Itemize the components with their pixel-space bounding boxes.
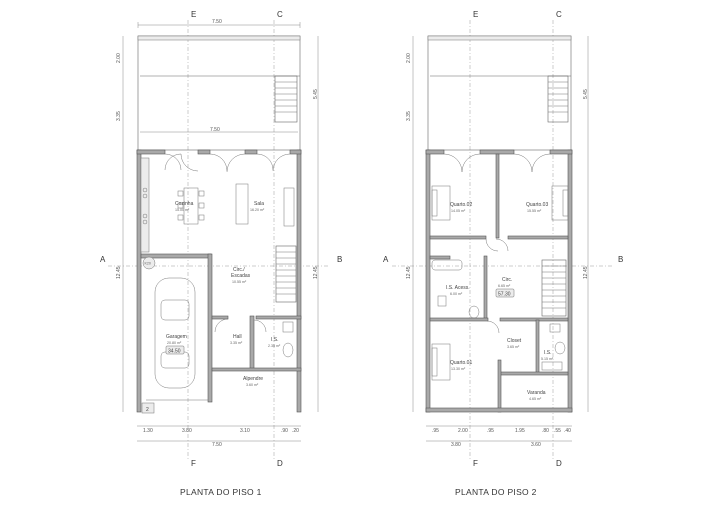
- room-isacess-area: 6.00 m²: [450, 292, 463, 296]
- room-alpendre-name: Alpendre: [243, 376, 263, 382]
- floor2-dim-bottom-1: .95: [432, 428, 439, 434]
- room-quarto03-name: Quarto.03: [526, 202, 548, 208]
- floor2-dim-left-1: 2.00: [406, 53, 412, 63]
- floor2-dim-bottom-3: .95: [487, 428, 494, 434]
- floor1-dim-right-2: 12.45: [313, 266, 319, 279]
- room-quarto02-name: Quarto.02: [450, 202, 472, 208]
- room-isacess-name: I.S. Acess.: [446, 285, 470, 291]
- floor1-dim-bottom-3: 3.10: [240, 428, 250, 434]
- axis-d-bottom-2: D: [556, 459, 562, 468]
- room-circ-name-2: Escadas: [231, 273, 251, 279]
- floor2-dim-left-2: 3.35: [406, 111, 412, 121]
- room-cozinha-area: 15.00 m²: [175, 208, 190, 212]
- room-circ2-badge: 57.30: [498, 292, 511, 298]
- floor2-dim-bottom-4: 1.95: [515, 428, 525, 434]
- floor-1-plan: 7.50 7.50: [116, 19, 319, 497]
- room-varanda-name: Varanda: [527, 390, 546, 396]
- axis-c-top-2: C: [556, 10, 562, 19]
- floor1-dim-left-3: 12.45: [116, 266, 122, 279]
- room-quarto01-area: 13.30 m²: [451, 367, 466, 371]
- floor2-dim-bottom-6: .55: [554, 428, 561, 434]
- car-icon: [154, 277, 196, 389]
- room-is2-area: 5.15 m²: [541, 357, 554, 361]
- floor2-dim-bottom-7: .40: [564, 428, 571, 434]
- axis-f-bottom: F: [191, 459, 196, 468]
- circ-badge: [495, 288, 515, 298]
- floor2-dim-left-3: 12.45: [406, 266, 412, 279]
- room-garagem-name: Garagem: [166, 334, 187, 340]
- room-is2-name: I.S.: [544, 350, 552, 356]
- room-is-area: 2.35 m²: [268, 344, 281, 348]
- axis-e-top-2: E: [473, 10, 478, 19]
- room-alpendre-area: 3.60 m²: [246, 383, 259, 387]
- axis-f-bottom-2: F: [473, 459, 478, 468]
- room-circ2-area: 6.65 m²: [498, 284, 511, 288]
- floor1-dim-right-1: 5.45: [313, 89, 319, 99]
- floor-2-plan: 2.00 3.35 12.45 5.45 12.45 .95 2.00 .95 …: [406, 35, 589, 497]
- floor1-dim-bottom-5: .20: [292, 428, 299, 434]
- floor1-dim-bottom-total: 7.50: [212, 442, 222, 448]
- room-is-name: I.S.: [271, 337, 279, 343]
- floor1-dim-bottom-2: 3.80: [182, 428, 192, 434]
- axis-b-right-2: B: [618, 255, 623, 264]
- floor2-dim-right-2: 12.45: [583, 266, 589, 279]
- floor2-dim-sub-1: 3.80: [451, 442, 461, 448]
- room-hall-area: 3.35 m²: [230, 341, 243, 345]
- axis-a-left-2: A: [383, 255, 389, 264]
- floor1-caption: PLANTA DO PISO 1: [180, 487, 262, 497]
- room-quarto01-name: Quarto.01: [450, 360, 472, 366]
- room-garagem-area: 20.80 m²: [167, 341, 182, 345]
- floor1-dim-bottom-1: 1.30: [143, 428, 153, 434]
- room-sala-area: 16.20 m²: [250, 208, 265, 212]
- floor2-dim-bottom-2: 2.00: [458, 428, 468, 434]
- room-circ-area: 10.55 m²: [232, 280, 247, 284]
- axis-labels: E C E C F D F D A B A B: [100, 10, 623, 468]
- axis-c-top: C: [277, 10, 283, 19]
- axis-lines: [108, 20, 612, 460]
- room-quarto03-area: 15.55 m²: [527, 209, 542, 213]
- room-closet-area: 3.65 m²: [507, 345, 520, 349]
- floor1-corner-number: 2: [146, 407, 149, 413]
- k20-stamp: [142, 256, 156, 270]
- garagem-badge: [165, 345, 185, 355]
- room-circ2-name: Circ.: [502, 277, 512, 283]
- floor1-dim-left-1: 2.00: [116, 53, 122, 63]
- axis-d-bottom: D: [277, 459, 283, 468]
- room-varanda-area: 4.65 m²: [529, 397, 542, 401]
- floor2-dim-right-1: 5.45: [583, 89, 589, 99]
- floor1-dim-top: 7.50: [212, 19, 222, 25]
- floor1-dim-left-2: 3.35: [116, 111, 122, 121]
- axis-b-right: B: [337, 255, 342, 264]
- floor2-dim-sub-2: 3.60: [531, 442, 541, 448]
- room-circ-name: Circ./: [233, 267, 245, 273]
- room-closet-name: Closet: [507, 338, 522, 344]
- room-quarto02-area: 14.05 m²: [451, 209, 466, 213]
- room-garagem-badge: 34.50: [168, 349, 181, 355]
- room-cozinha-name: Cozinha: [175, 201, 194, 207]
- floor1-stamp: K20: [145, 262, 151, 266]
- floor2-dim-bottom-5: .80: [542, 428, 549, 434]
- floor1-dim-bottom-4: .90: [281, 428, 288, 434]
- floor1-dim-inner: 7.50: [210, 127, 220, 133]
- axis-e-top: E: [191, 10, 196, 19]
- floor2-caption: PLANTA DO PISO 2: [455, 487, 537, 497]
- room-sala-name: Sala: [254, 201, 264, 207]
- room-hall-name: Hall: [233, 334, 242, 340]
- axis-a-left: A: [100, 255, 106, 264]
